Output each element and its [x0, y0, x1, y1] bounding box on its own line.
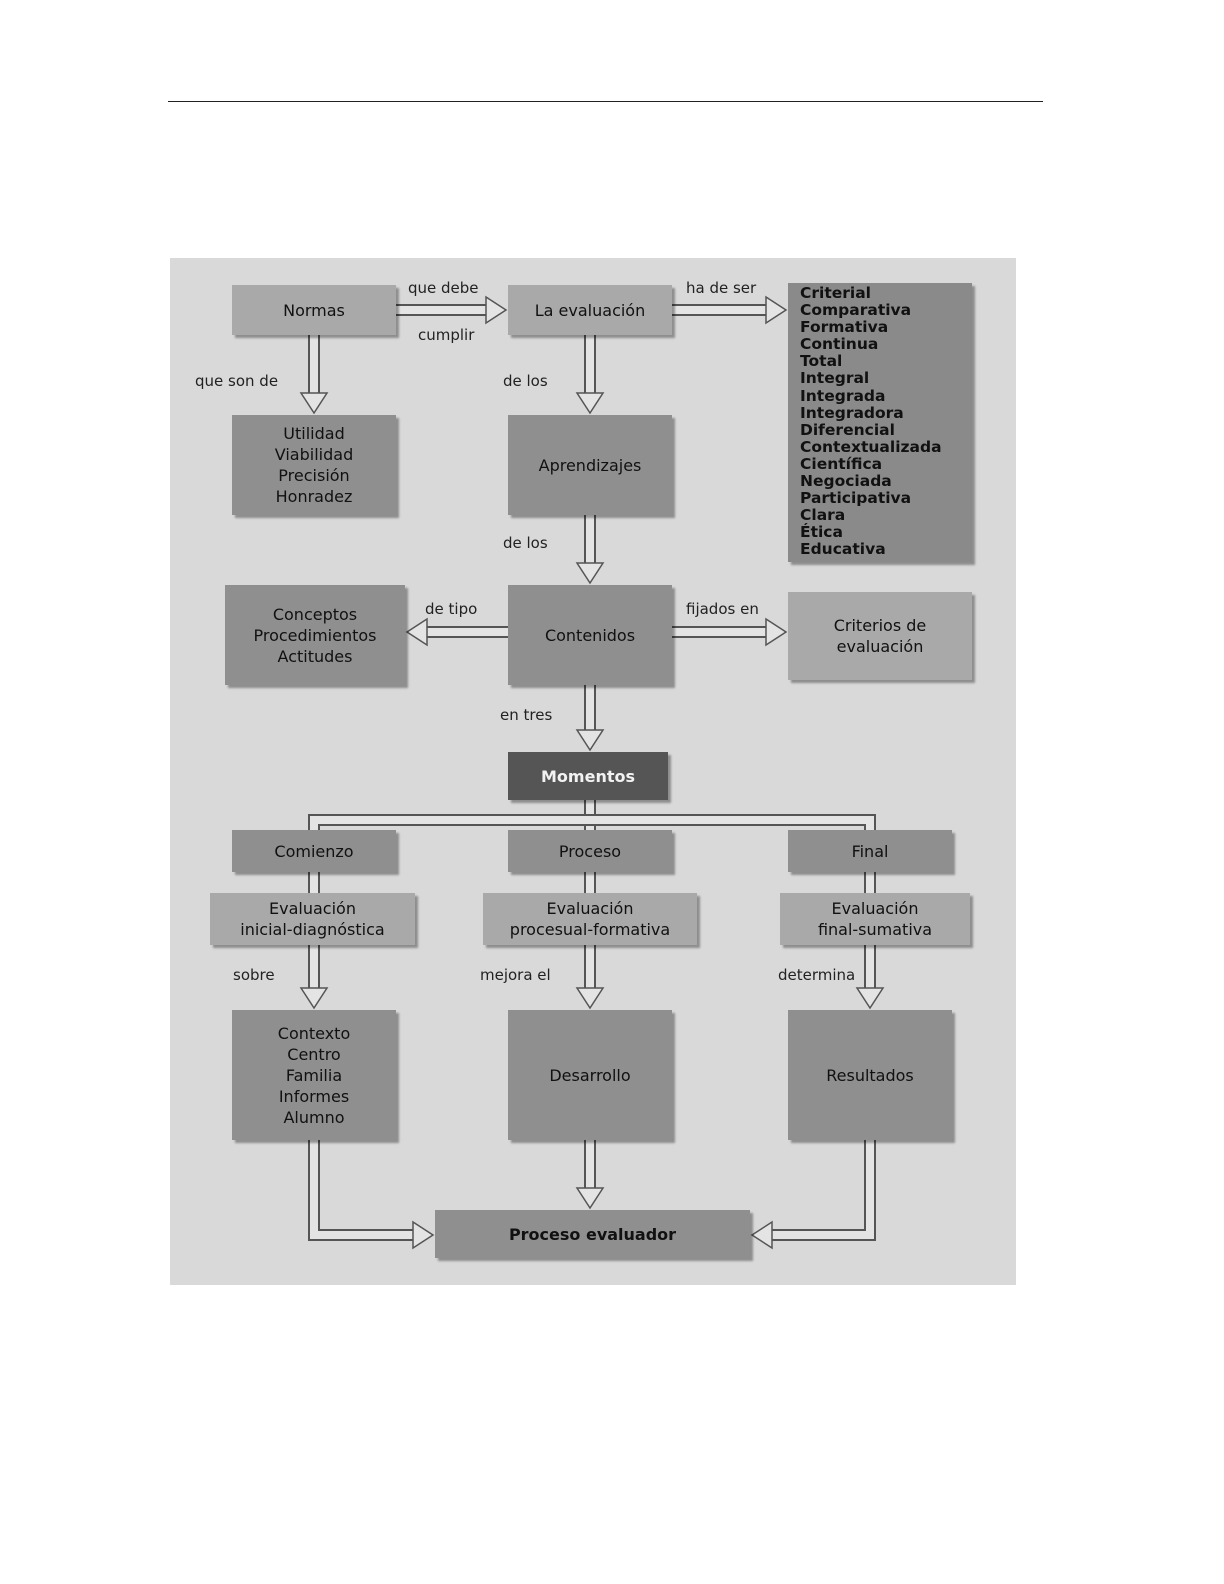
arrow-shaft — [770, 1140, 876, 1241]
list-item: Integrada — [800, 386, 886, 405]
arrow-shaft — [590, 816, 874, 830]
node-label: Resultados — [826, 1065, 914, 1085]
node-label: Contenidos — [544, 625, 636, 645]
list-item: Informes — [278, 1086, 350, 1106]
list-item: Contextualizada — [800, 437, 942, 456]
node-label: Evaluación — [546, 899, 634, 918]
node-label: final-sumativa — [817, 920, 933, 939]
list-item: Conceptos — [272, 604, 358, 624]
node-final: Final — [788, 830, 952, 872]
node-proceso: Proceso — [508, 830, 672, 872]
arrow-head-icon — [299, 392, 329, 415]
label-determina: determina — [778, 966, 856, 984]
node-label: Final — [851, 841, 889, 861]
label-de-tipo: de tipo — [425, 600, 478, 618]
arrow-shaft — [308, 1140, 415, 1241]
list-item: Integral — [800, 369, 870, 388]
arrow-head-icon — [405, 617, 428, 647]
node-la-evaluacion: La evaluación — [508, 285, 672, 335]
list-item: Procedimientos — [253, 625, 377, 645]
list-item: Honradez — [275, 487, 353, 506]
list-item: Formativa — [800, 318, 889, 337]
arrow-shaft — [310, 1140, 415, 1239]
node-tipos-contenido: Conceptos Procedimientos Actitudes — [225, 585, 405, 685]
node-label: La evaluación — [534, 300, 646, 320]
arrow-head-icon — [412, 1220, 435, 1250]
arrow-head-icon — [765, 617, 788, 647]
list-item: Ética — [800, 523, 843, 542]
page-top-rule — [168, 101, 1043, 102]
list-item: Precisión — [278, 466, 350, 485]
node-label: Normas — [283, 300, 345, 320]
label-fijados-en: fijados en — [686, 600, 759, 618]
node-label: Proceso — [558, 841, 622, 861]
node-criterios-evaluacion: Criterios de evaluación — [788, 592, 972, 680]
node-label: Desarrollo — [549, 1065, 631, 1085]
label-de-los: de los — [503, 534, 548, 552]
node-normas: Normas — [232, 285, 396, 335]
arrow-head-icon — [575, 562, 605, 585]
label-que-debe: que debe — [408, 279, 479, 297]
arrow-head-icon — [299, 987, 329, 1010]
list-item: Científica — [800, 454, 883, 473]
arrow-head-icon — [855, 987, 885, 1010]
node-contexto: Contexto Centro Familia Informes Alumno — [232, 1010, 396, 1140]
list-item: Participativa — [800, 489, 912, 508]
node-label: Comienzo — [274, 841, 354, 861]
list-item: Integradora — [800, 403, 904, 422]
list-item: Negociada — [800, 472, 892, 491]
arrow-shaft — [770, 1140, 874, 1239]
label-sobre: sobre — [233, 966, 275, 984]
list-item: Total — [800, 352, 843, 371]
node-label: Evaluación — [269, 899, 356, 918]
list-item: Familia — [285, 1065, 343, 1085]
arrow-head-icon — [765, 295, 788, 325]
list-item: Centro — [287, 1044, 341, 1064]
list-item: Contexto — [277, 1023, 351, 1043]
arrow-shaft — [310, 816, 590, 830]
list-item: Clara — [800, 506, 846, 525]
node-label: inicial-diagnóstica — [240, 920, 385, 939]
node-resultados: Resultados — [788, 1010, 952, 1140]
node-aprendizajes: Aprendizajes — [508, 415, 672, 515]
list-item: Criterial — [800, 284, 871, 302]
arrow-head-icon — [575, 987, 605, 1010]
list-item: Alumno — [283, 1107, 345, 1127]
node-eval-procesual: Evaluación procesual-formativa — [483, 893, 697, 945]
label-que-son-de: que son de — [195, 372, 279, 390]
label-ha-de-ser: ha de ser — [686, 279, 757, 297]
label-en-tres: en tres — [500, 706, 553, 724]
list-item: Educativa — [800, 540, 886, 559]
node-caracteristicas: Criterial Comparativa Formativa Continua… — [788, 283, 972, 562]
arrow-head-icon — [575, 729, 605, 752]
node-label: Aprendizajes — [538, 455, 642, 475]
node-label: procesual-formativa — [509, 920, 671, 939]
node-label: evaluación — [836, 637, 924, 656]
node-eval-inicial: Evaluación inicial-diagnóstica — [210, 893, 415, 945]
label-de-los: de los — [503, 372, 548, 390]
node-label: Proceso evaluador — [508, 1224, 677, 1244]
label-mejora-el: mejora el — [480, 966, 551, 984]
node-contenidos: Contenidos — [508, 585, 672, 685]
arrow-head-icon — [575, 1187, 605, 1210]
node-eval-final: Evaluación final-sumativa — [780, 893, 970, 945]
list-item: Diferencial — [800, 420, 895, 439]
node-label: Evaluación — [831, 899, 919, 918]
node-normas-tipos: Utilidad Viabilidad Precisión Honradez — [232, 415, 396, 515]
arrow-head-icon — [575, 392, 605, 415]
list-item: Continua — [800, 335, 879, 354]
node-momentos: Momentos — [508, 752, 668, 800]
label-cumplir: cumplir — [418, 326, 475, 344]
node-label: Criterios de — [833, 616, 927, 635]
arrow-head-icon — [485, 295, 508, 325]
arrow-head-icon — [750, 1220, 773, 1250]
list-item: Comparativa — [800, 301, 912, 320]
node-desarrollo: Desarrollo — [508, 1010, 672, 1140]
node-label: Momentos — [541, 766, 635, 786]
list-item: Viabilidad — [274, 445, 354, 464]
node-proceso-evaluador: Proceso evaluador — [435, 1210, 750, 1258]
list-item: Utilidad — [283, 424, 345, 443]
list-item: Actitudes — [277, 646, 353, 666]
node-comienzo: Comienzo — [232, 830, 396, 872]
